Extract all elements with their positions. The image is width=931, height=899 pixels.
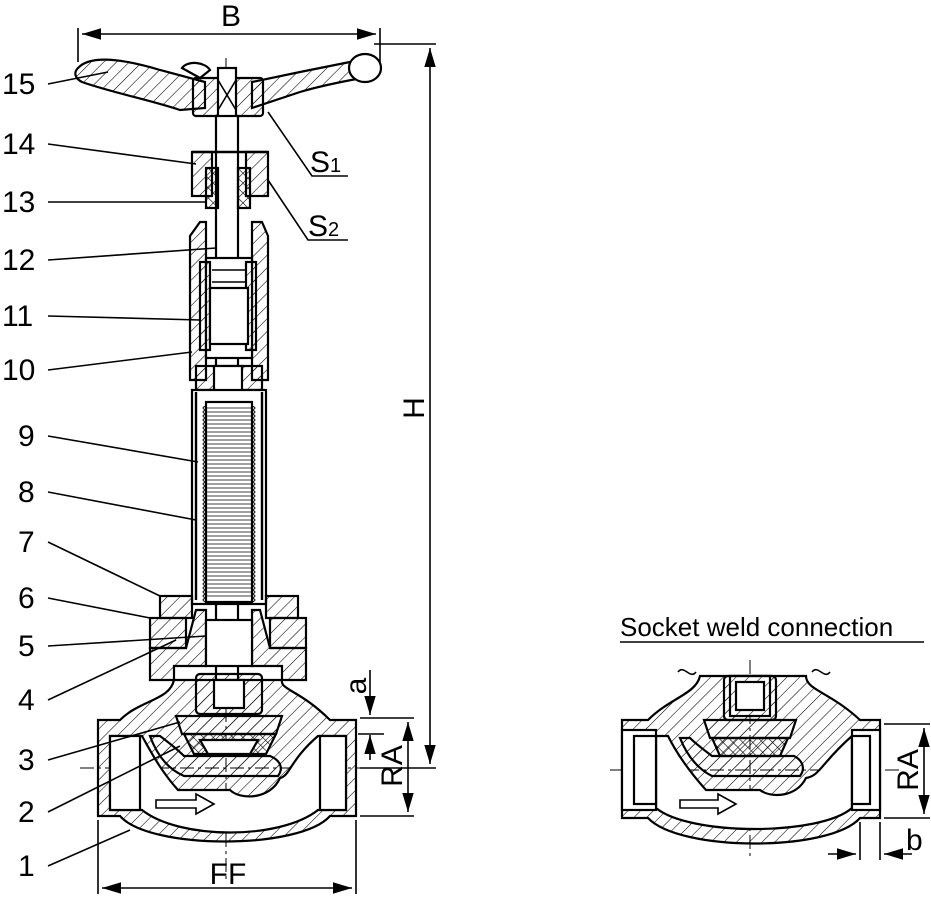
socket-weld-detail: Socket weld connection RA b	[610, 612, 930, 860]
detail-dimension-ra-label: RA	[892, 749, 925, 791]
part-number-7: 7	[18, 526, 35, 559]
flow-arrow-icon	[155, 792, 216, 816]
part-number-15: 15	[2, 68, 35, 101]
part-number-1: 1	[18, 850, 35, 883]
handwheel	[74, 52, 383, 120]
bellows-convolutions	[202, 405, 256, 603]
s1-label: S1	[310, 146, 341, 179]
part-number-5: 5	[18, 630, 35, 663]
dimension-h-label: H	[398, 397, 431, 419]
valve-disc	[174, 672, 284, 756]
part-number-9: 9	[18, 420, 35, 453]
s2-label: S2	[308, 210, 339, 243]
part-number-8: 8	[18, 476, 35, 509]
main-valve: B H FF RA a S1 S2	[2, 0, 436, 894]
part-number-10: 10	[2, 354, 35, 387]
dimension-b-label: B	[221, 0, 241, 33]
part-number-12: 12	[2, 244, 35, 277]
part-number-11: 11	[2, 300, 33, 333]
dimension-ff-label: FF	[210, 858, 247, 891]
s2-leader	[267, 179, 348, 241]
gland	[190, 150, 270, 210]
part-number-6: 6	[18, 582, 35, 615]
part-number-3: 3	[18, 744, 35, 777]
detail-flow-arrow-icon	[679, 792, 738, 816]
dimension-ra-label: RA	[376, 745, 409, 787]
part-callouts: 15 14 13 12 11 10 9 8 7 6 5 4 3 2 1	[2, 68, 217, 883]
part-number-14: 14	[2, 128, 35, 161]
s1-leader	[267, 111, 348, 177]
detail-caption: Socket weld connection	[620, 612, 893, 642]
bellows	[190, 388, 268, 606]
part-number-2: 2	[18, 796, 35, 829]
bonnet-flange	[148, 594, 308, 682]
detail-dimension-b-label: b	[906, 824, 923, 857]
part-number-13: 13	[2, 186, 35, 219]
part-number-4: 4	[18, 684, 35, 717]
dimension-a-label: a	[340, 677, 373, 694]
